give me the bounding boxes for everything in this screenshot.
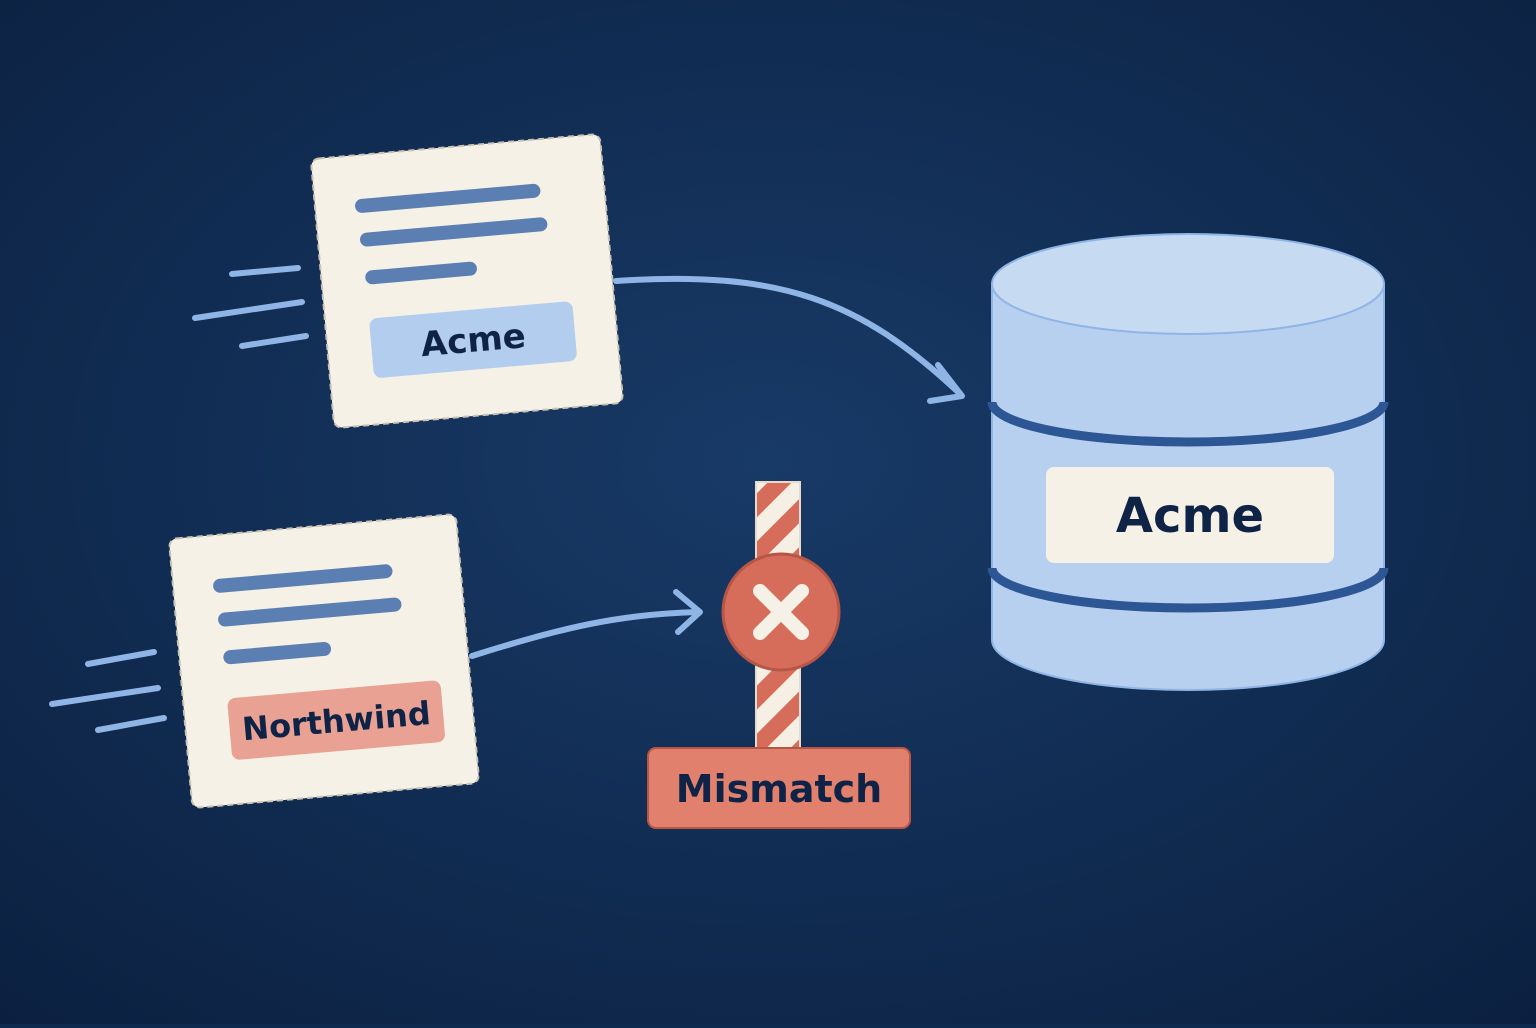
motion-lines-bottom — [49, 649, 167, 733]
database: Acme — [987, 233, 1389, 691]
text-line — [355, 183, 541, 213]
text-line — [360, 217, 548, 247]
record-card-acme: Acme — [310, 133, 624, 429]
arrow-rejected — [469, 589, 703, 659]
record-tag-label: Acme — [419, 316, 527, 365]
database-band-upper — [987, 401, 1389, 447]
record-tag-acme — [369, 301, 577, 378]
text-line — [218, 597, 402, 627]
text-line — [223, 641, 332, 665]
x-mark-glyph — [753, 584, 809, 640]
mismatch-badge — [647, 747, 911, 829]
database-band-lower — [987, 567, 1389, 613]
database-top — [991, 233, 1385, 335]
record-card-northwind: Northwind — [168, 513, 480, 809]
text-line — [365, 261, 477, 285]
mismatch-gate: Mismatch — [647, 481, 911, 829]
database-label: Acme — [1116, 488, 1264, 544]
arrow-accepted — [613, 275, 965, 404]
document-icon — [310, 133, 624, 429]
mismatch-label: Mismatch — [676, 767, 882, 811]
text-line — [213, 564, 393, 593]
document-icon — [168, 513, 480, 809]
record-tag-northwind — [227, 680, 445, 760]
database-label-box — [1046, 467, 1334, 563]
motion-lines-top — [192, 265, 309, 349]
